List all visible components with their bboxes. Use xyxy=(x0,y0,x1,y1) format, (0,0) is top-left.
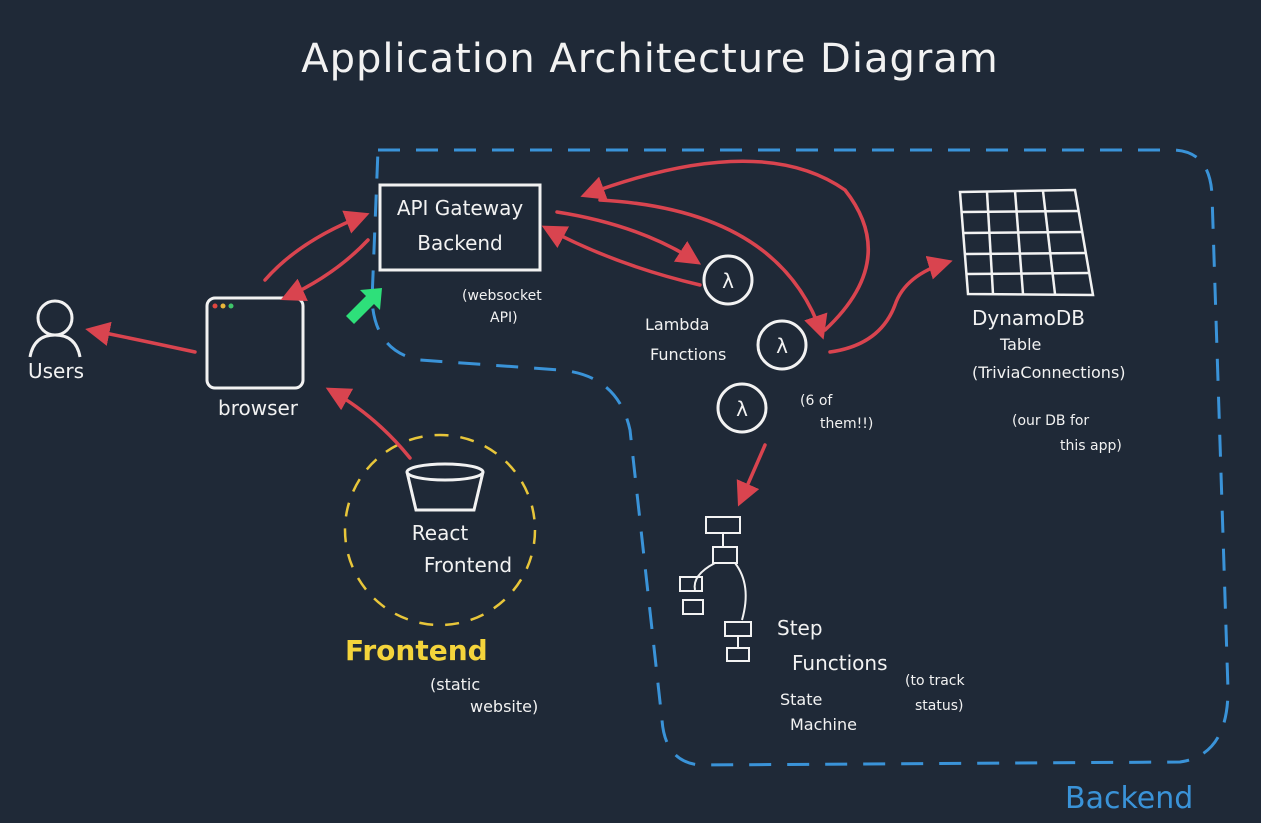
lambda-icon: λ xyxy=(702,254,754,306)
lambda-count-2: them!!) xyxy=(820,416,873,432)
lambda-symbol-1: λ xyxy=(722,269,734,293)
lambda-icon: λ xyxy=(716,382,768,434)
arrow-browser-to-api xyxy=(263,210,370,282)
arrow-lambda-to-api xyxy=(541,225,702,287)
db-note-2: this app) xyxy=(1060,438,1122,454)
lambda-symbol-2: λ xyxy=(776,334,788,358)
browser-window-icon xyxy=(205,296,305,390)
bucket-icon xyxy=(405,462,485,512)
step-label: Step xyxy=(777,616,823,640)
frontend-note-1: (static xyxy=(430,675,480,694)
arrow-lambda-to-stepfunctions xyxy=(736,443,767,507)
react-sublabel: Frontend xyxy=(424,553,512,577)
highlight-arrow-icon xyxy=(346,288,382,324)
users-label: Users xyxy=(28,359,84,383)
user-icon xyxy=(28,299,82,358)
backend-region-label: Backend xyxy=(1065,781,1193,816)
dynamodb-table-label: Table xyxy=(999,335,1041,354)
state-label: State xyxy=(780,690,822,709)
react-label: React xyxy=(412,521,469,545)
frontend-title: Frontend xyxy=(345,634,488,667)
lambda-label-1: Lambda xyxy=(645,315,709,334)
diagram-title: Application Architecture Diagram xyxy=(301,36,999,82)
api-gateway-sublabel: Backend xyxy=(417,231,503,255)
frontend-circle xyxy=(343,433,537,627)
dynamodb-label: DynamoDB xyxy=(972,306,1085,330)
state-machine-label: Machine xyxy=(790,715,857,734)
frontend-note-2: website) xyxy=(470,697,538,716)
browser-label: browser xyxy=(218,396,299,420)
lambda-icon: λ xyxy=(756,319,808,371)
track-note-1: (to track xyxy=(905,673,965,689)
arrow-lambda-to-dynamodb xyxy=(828,255,953,354)
api-gateway-label: API Gateway xyxy=(397,196,524,220)
arrow-lambda-loop-to-api xyxy=(580,159,871,332)
lambda-count-1: (6 of xyxy=(800,393,833,409)
db-note-1: (our DB for xyxy=(1012,413,1089,429)
table-grid-icon xyxy=(958,188,1095,297)
flowchart-icon xyxy=(679,516,752,662)
api-gateway-box: API Gateway Backend xyxy=(378,183,542,272)
lambda-symbol-3: λ xyxy=(736,397,748,421)
step-functions-label: Functions xyxy=(792,651,888,675)
arrow-frontend-to-browser xyxy=(325,387,412,460)
arrow-browser-to-users xyxy=(85,321,197,354)
track-note-2: status) xyxy=(915,698,963,714)
dynamodb-table-name: (TriviaConnections) xyxy=(972,363,1126,382)
websocket-note-1: (websocket xyxy=(462,288,542,304)
arrow-api-to-lambda xyxy=(555,210,702,265)
arrow-api-to-browser xyxy=(280,238,370,301)
arrow-api-to-lambda-2 xyxy=(598,198,828,340)
lambda-label-2: Functions xyxy=(650,345,726,364)
websocket-note-2: API) xyxy=(490,310,518,326)
